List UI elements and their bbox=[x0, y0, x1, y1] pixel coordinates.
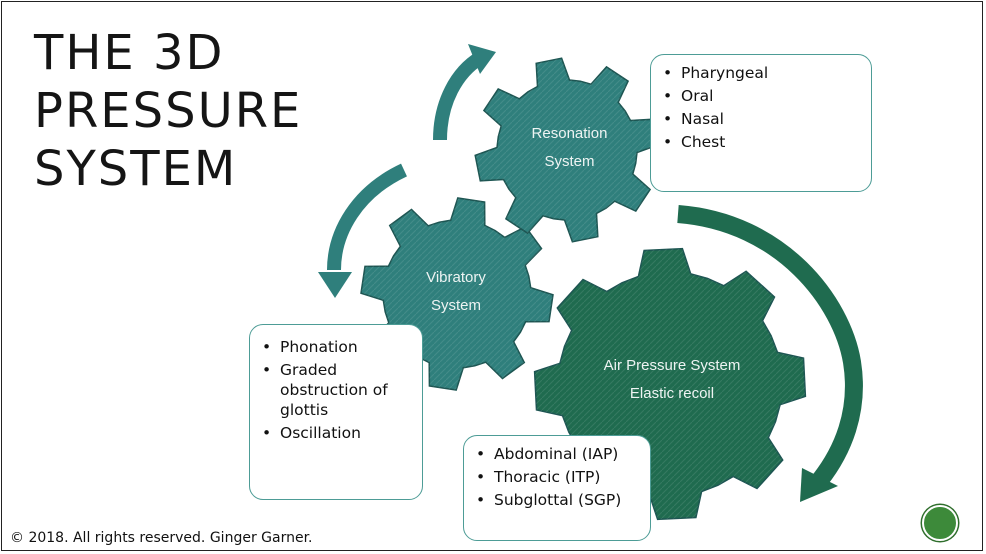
copyright-text: © 2018. All rights reserved. Ginger Garn… bbox=[10, 530, 313, 546]
vibratory-gear-label: Vibratory System bbox=[392, 264, 520, 320]
cycle-arrow-right bbox=[677, 205, 863, 502]
air-label-line1: Air Pressure System bbox=[603, 357, 741, 374]
cycle-arrow-top bbox=[433, 44, 496, 141]
list-item: Chest bbox=[663, 132, 861, 152]
vibratory-label-line1: Vibratory bbox=[426, 269, 486, 286]
list-item: Graded obstruction of glottis bbox=[262, 360, 412, 420]
resonation-gear-label: Resonation System bbox=[502, 120, 637, 176]
resonation-label-line1: Resonation bbox=[531, 125, 608, 142]
title-line-2: PRESSURE bbox=[34, 83, 303, 139]
air-pressure-gear-label: Air Pressure System Elastic recoil bbox=[582, 352, 762, 408]
list-item: Phonation bbox=[262, 337, 412, 357]
list-item: Subglottal (SGP) bbox=[476, 490, 640, 510]
title-line-3: SYSTEM bbox=[34, 141, 238, 197]
page-title: THE 3D PRESSURE SYSTEM bbox=[34, 24, 303, 198]
list-item: Oral bbox=[663, 86, 861, 106]
cycle-arrow-left bbox=[318, 163, 408, 298]
list-item: Oscillation bbox=[262, 423, 412, 443]
air-label-line2: Elastic recoil bbox=[629, 385, 715, 402]
list-item: Nasal bbox=[663, 109, 861, 129]
title-line-1: THE 3D bbox=[34, 25, 225, 81]
list-item: Thoracic (ITP) bbox=[476, 467, 640, 487]
resonation-label-line2: System bbox=[544, 153, 595, 170]
circle-button-icon[interactable] bbox=[922, 505, 958, 541]
list-item: Abdominal (IAP) bbox=[476, 444, 640, 464]
list-item: Pharyngeal bbox=[663, 63, 861, 83]
vibratory-list: Phonation Graded obstruction of glottis … bbox=[260, 337, 412, 443]
vibratory-label-line2: System bbox=[430, 297, 481, 314]
resonation-box: Pharyngeal Oral Nasal Chest bbox=[650, 54, 872, 192]
resonation-list: Pharyngeal Oral Nasal Chest bbox=[661, 63, 861, 152]
vibratory-box: Phonation Graded obstruction of glottis … bbox=[249, 324, 423, 500]
resonation-gear bbox=[474, 57, 660, 243]
gear-texture bbox=[475, 58, 659, 242]
air-pressure-list: Abdominal (IAP) Thoracic (ITP) Subglotta… bbox=[474, 444, 640, 510]
air-pressure-box: Abdominal (IAP) Thoracic (ITP) Subglotta… bbox=[463, 435, 651, 541]
